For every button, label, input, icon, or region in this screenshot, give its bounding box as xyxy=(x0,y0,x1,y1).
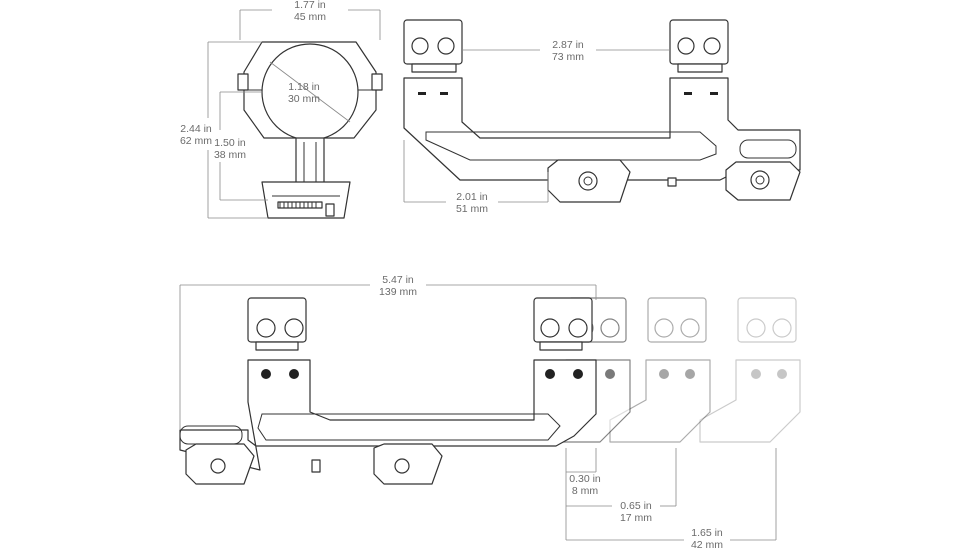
offset-1-mm: 8 mm xyxy=(572,485,599,497)
center-height-in: 1.50 in xyxy=(214,137,246,149)
front-view-dimensions xyxy=(207,9,381,219)
center-height-mm: 38 mm xyxy=(214,149,246,161)
overall-length-in: 5.47 in xyxy=(382,274,414,286)
offset-3-in: 1.65 in xyxy=(691,527,723,539)
ring-diameter-mm: 30 mm xyxy=(288,93,320,105)
overall-length-mm: 139 mm xyxy=(379,286,417,298)
offset-2-in: 0.65 in xyxy=(620,500,652,512)
offset-ghost-3 xyxy=(699,297,801,443)
offset-3-mm: 42 mm xyxy=(691,539,723,550)
ring-width-in: 1.77 in xyxy=(294,0,326,11)
side-view xyxy=(403,19,801,203)
total-height-mm: 62 mm xyxy=(180,135,212,147)
ring-spacing-mm: 73 mm xyxy=(552,51,584,63)
side-view-dimensions xyxy=(403,49,670,203)
ring-spacing-in: 2.87 in xyxy=(552,39,584,51)
offset-ghost-2 xyxy=(609,297,711,443)
bottom-view xyxy=(179,297,597,485)
total-height-in: 2.44 in xyxy=(180,123,212,135)
offset-2-mm: 17 mm xyxy=(620,512,652,524)
ring-diameter-in: 1.18 in xyxy=(288,81,320,93)
base-length-mm: 51 mm xyxy=(456,203,488,215)
front-view xyxy=(237,41,383,219)
offset-1-in: 0.30 in xyxy=(569,473,601,485)
bottom-view-dimensions xyxy=(179,284,777,541)
dimension-labels: 1.77 in 45 mm 1.18 in 30 mm 2.44 in 62 m… xyxy=(180,0,723,550)
base-length-in: 2.01 in xyxy=(456,191,488,203)
ring-width-mm: 45 mm xyxy=(294,11,326,23)
